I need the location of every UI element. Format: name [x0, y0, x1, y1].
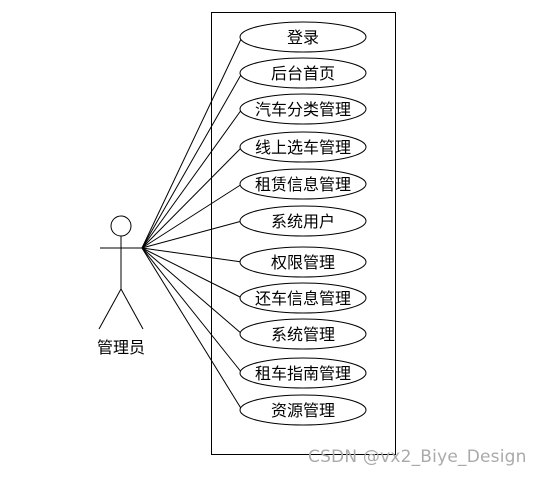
- use-case-label: 后台首页: [271, 64, 335, 83]
- association-line: [141, 146, 243, 249]
- use-case-ellipse: [239, 168, 367, 200]
- use-case-ellipse: [239, 57, 367, 89]
- use-case-label: 还车信息管理: [255, 289, 351, 308]
- use-case-label: 资源管理: [271, 401, 335, 420]
- use-case-label: 汽车分类管理: [255, 100, 351, 119]
- use-case-label: 登录: [287, 28, 319, 47]
- association-line: [141, 108, 243, 249]
- association-line: [141, 183, 243, 249]
- use-case-label: 线上选车管理: [255, 138, 351, 157]
- association-line: [141, 247, 243, 263]
- watermark: CSDN @vx2_Biye_Design: [308, 447, 527, 467]
- use-case-label: 系统管理: [271, 325, 335, 344]
- association-line: [141, 247, 243, 411]
- association-line: [141, 247, 243, 299]
- use-case-ellipse: [239, 282, 367, 314]
- actor-left-leg: [98, 288, 122, 330]
- actor-label: 管理员: [97, 338, 145, 357]
- actor-right-leg: [120, 288, 144, 330]
- association-lines: [141, 36, 243, 411]
- use-cases: 登录后台首页汽车分类管理线上选车管理租赁信息管理系统用户权限管理还车信息管理系统…: [239, 21, 367, 426]
- use-case-ellipse: [239, 93, 367, 125]
- use-case-ellipse: [239, 394, 367, 426]
- association-line: [141, 72, 243, 249]
- actor-head: [110, 215, 132, 237]
- use-case-ellipse: [239, 318, 367, 350]
- association-line: [141, 247, 243, 335]
- use-case-ellipse: [239, 357, 367, 389]
- system-boundary: [211, 12, 396, 455]
- use-case-label: 租赁信息管理: [255, 175, 351, 194]
- actor-figure: [98, 215, 144, 330]
- association-line: [141, 36, 243, 249]
- use-case-ellipse: [239, 131, 367, 163]
- use-case-label: 权限管理: [271, 253, 335, 272]
- use-case-label: 租车指南管理: [255, 364, 351, 383]
- use-case-ellipse: [239, 246, 367, 278]
- association-line: [141, 220, 243, 249]
- use-case-ellipse: [239, 21, 367, 53]
- association-line: [141, 247, 243, 374]
- use-case-ellipse: [239, 205, 367, 237]
- use-case-label: 系统用户: [271, 212, 335, 231]
